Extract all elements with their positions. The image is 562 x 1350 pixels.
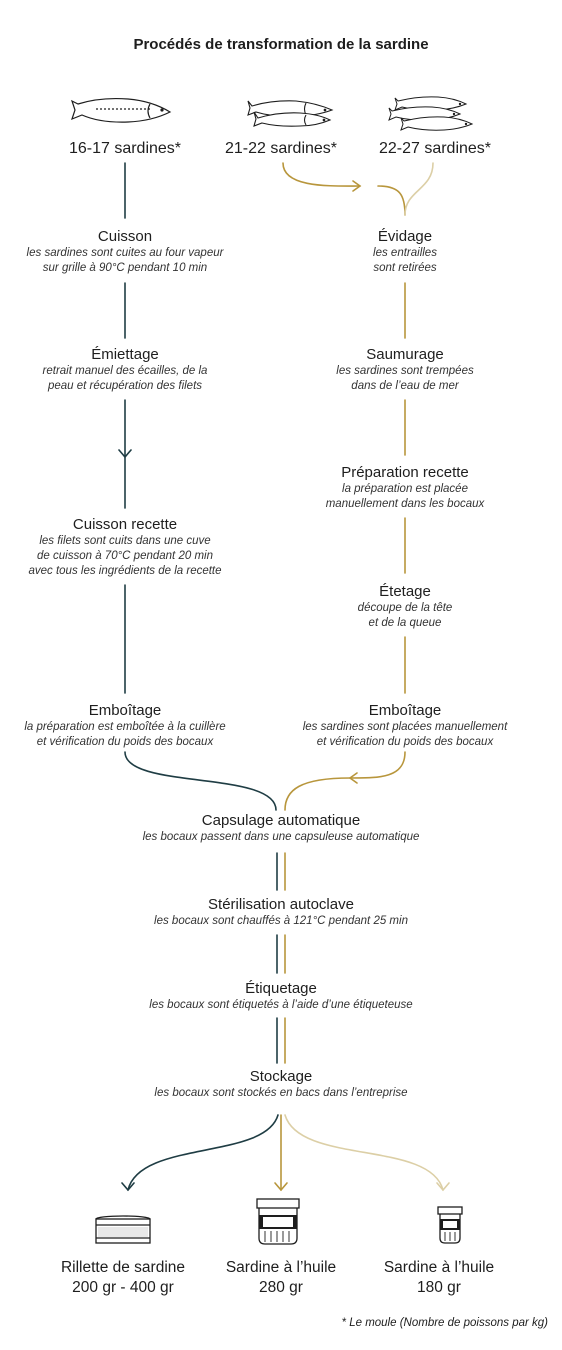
flow-curve [404,162,434,216]
count-label: 22-27 sardines* [378,140,492,157]
step-title: Étiquetage [245,980,317,997]
can-icon [95,1215,151,1244]
step-emiettage: Émiettage retrait manuel des écailles, d… [0,346,250,394]
step-desc: de cuisson à 70°C pendant 20 min [37,550,213,562]
count-label: 21-22 sardines* [224,140,338,157]
flow-curve [284,1114,444,1191]
step-emboitage-right: Emboîtage les sardines sont placées manu… [280,702,530,750]
large-jar-icon [256,1198,300,1245]
arrow-head [352,180,362,192]
step-desc: avec tous les ingrédients de la recette [28,565,222,577]
step-etiquetage: Étiquetage les bocaux sont étiquetés à l… [0,980,562,1013]
step-title: Évidage [377,228,433,245]
output-name: Rillette de sardine [60,1259,186,1276]
step-title: Cuisson recette [72,516,178,533]
step-desc: les sardines sont cuites au four vapeur [26,247,224,259]
step-capsulage: Capsulage automatique les bocaux passent… [0,812,562,845]
flow-curve [127,1114,279,1191]
arrow-head [436,1182,450,1192]
output-weight: 180 gr [417,1279,461,1296]
step-desc: peau et récupération des filets [47,380,203,392]
output-weight: 200 gr - 400 gr [72,1279,174,1296]
step-title: Émiettage [91,346,159,363]
step-desc: dans de l’eau de mer [351,380,459,392]
step-title: Saumurage [366,346,444,363]
output-weight: 280 gr [259,1279,303,1296]
step-desc: les sardines sont placées manuellement [302,721,508,733]
step-desc: et de la queue [368,617,442,629]
step-desc: manuellement dans les bocaux [325,498,485,510]
flow-curve [124,751,277,811]
step-desc: la préparation est emboîtée à la cuillèr… [24,721,226,733]
step-desc: les sardines sont trempées [336,365,474,377]
two-sardines-icon [247,100,334,127]
step-desc: retrait manuel des écailles, de la [42,365,208,377]
step-title: Capsulage automatique [201,812,361,829]
step-emboitage-left: Emboîtage la préparation est emboîtée à … [0,702,250,750]
step-cuisson-recette: Cuisson recette les filets sont cuits da… [0,516,250,579]
step-cuisson: Cuisson les sardines sont cuites au four… [0,228,250,276]
step-title: Cuisson [97,228,153,245]
sardine-icon [70,97,172,123]
output-rillette: Rillette de sardine 200 gr - 400 gr [33,1258,213,1298]
arrow-head [118,449,132,459]
footnote: * Le moule (Nombre de poissons par kg) [341,1317,548,1329]
three-sardines-icon [388,96,474,131]
step-title: Étetage [379,583,431,600]
step-desc: et vérification du poids des bocaux [316,736,494,748]
step-desc: les bocaux passent dans une capsuleuse a… [142,831,420,843]
step-evidage: Évidage les entrailles sont retirées [280,228,530,276]
step-desc: sur grille à 90°C pendant 10 min [42,262,208,274]
step-title: Stockage [249,1068,313,1085]
step-desc: découpe de la tête [357,602,453,614]
step-title: Emboîtage [88,702,162,719]
step-desc: sont retirées [373,262,437,274]
output-name: Sardine à l’huile [383,1259,495,1276]
step-etetage: Étetage découpe de la tête et de la queu… [280,583,530,631]
flow-curve [377,185,406,216]
step-desc: la préparation est placée [342,483,468,495]
count-label: 16-17 sardines* [68,140,182,157]
step-desc: les bocaux sont chauffés à 121°C pendant… [154,915,408,927]
flow-curve [284,777,351,811]
step-desc: les filets sont cuits dans une cuve [39,535,211,547]
step-desc: les bocaux sont stockés en bacs dans l’e… [154,1087,408,1099]
flow-curve [282,162,361,187]
arrow-head [274,1182,288,1192]
step-title: Emboîtage [368,702,442,719]
step-desc: les bocaux sont étiquetés à l’aide d’une… [149,999,413,1011]
arrow-head [121,1182,135,1192]
output-sardine-180: Sardine à l’huile 180 gr [349,1258,529,1298]
step-desc: et vérification du poids des bocaux [36,736,214,748]
small-jar-icon [437,1206,463,1244]
flow-curve [349,751,406,779]
step-saumurage: Saumurage les sardines sont trempées dan… [280,346,530,394]
step-title: Préparation recette [341,464,469,481]
step-preparation-recette: Préparation recette la préparation est p… [280,464,530,512]
step-desc: les entrailles [373,247,437,259]
page-title: Procédés de transformation de la sardine [133,36,429,53]
step-title: Stérilisation autoclave [208,896,354,913]
output-sardine-280: Sardine à l’huile 280 gr [191,1258,371,1298]
output-name: Sardine à l’huile [225,1259,337,1276]
step-sterilisation: Stérilisation autoclave les bocaux sont … [0,896,562,929]
step-stockage: Stockage les bocaux sont stockés en bacs… [0,1068,562,1101]
